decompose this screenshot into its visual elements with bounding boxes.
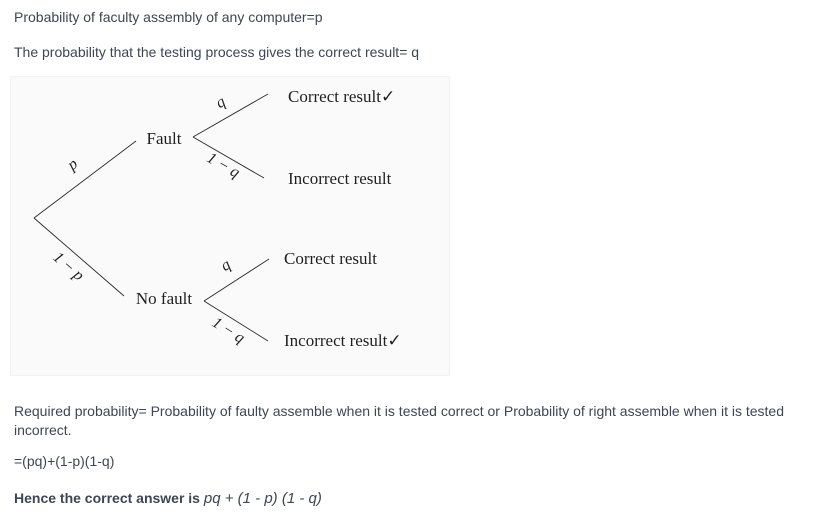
outcome-label: Incorrect result	[288, 169, 392, 188]
required-probability-text: Required probability= Probability of fau…	[14, 403, 784, 438]
outcome-label: Correct result	[284, 249, 377, 268]
outcome-fault-correct: Correct result✓	[288, 87, 395, 107]
intro-line-1: Probability of faculty assembly of any c…	[14, 9, 323, 25]
equation-text: =(pq)+(1-p)(1-q)	[14, 453, 115, 469]
outcome-label: Correct result	[288, 87, 381, 106]
tree-node-fault: Fault	[146, 129, 182, 148]
outcome-nofault-correct: Correct result	[284, 249, 377, 269]
branch-line-root-fault	[33, 140, 137, 219]
conclusion-prefix: Hence the correct answer is	[14, 490, 204, 506]
tree-branch-lines	[33, 93, 270, 342]
checkmark-icon: ✓	[387, 331, 402, 350]
probability-tree-diagram: p 1 − p Fault No fault q 1 − q q 1 − q C…	[10, 76, 450, 376]
outcome-label: Incorrect result	[284, 331, 388, 350]
intro-line-2: The probability that the testing process…	[14, 44, 420, 60]
branch-line-fault-incorrect	[192, 136, 265, 179]
checkmark-icon: ✓	[381, 87, 396, 106]
conclusion-formula: pq + (1 - p) (1 - q)	[203, 490, 322, 507]
outcome-fault-incorrect: Incorrect result	[288, 169, 391, 189]
branch-line-nofault-incorrect	[203, 300, 269, 342]
branch-line-nofault-correct	[203, 258, 270, 302]
tree-node-no-fault: No fault	[135, 289, 193, 308]
branch-line-root-nofault	[33, 217, 125, 297]
conclusion-text: Hence the correct answer is pq + (1 - p)…	[14, 489, 322, 508]
outcome-nofault-incorrect: Incorrect result✓	[284, 331, 402, 351]
branch-line-fault-correct	[192, 93, 269, 138]
